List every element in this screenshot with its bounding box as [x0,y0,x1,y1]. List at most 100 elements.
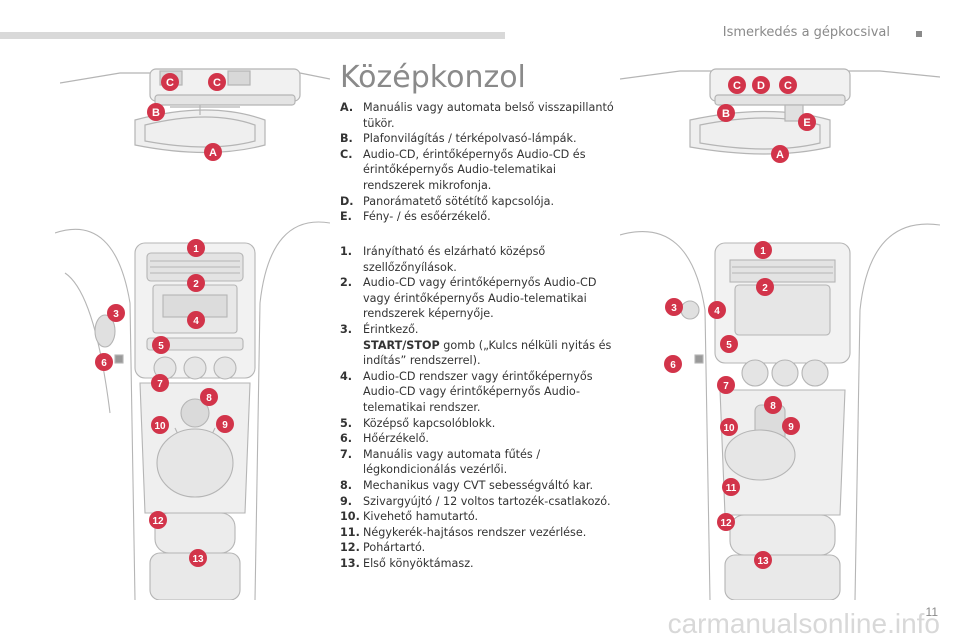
badge-6: 6 [670,360,676,371]
badge-5: 5 [726,340,732,351]
badge-1: 1 [760,246,766,257]
legend-text: Plafonvilágítás / térképolvasó-lámpák. [363,132,577,146]
badge-7: 7 [157,379,163,390]
badge-c: C [213,77,221,89]
badge-5: 5 [158,341,164,352]
legend-key: B. [340,132,353,146]
legend-item: 4.Audio-CD rendszer vagy érintőképernyős… [340,369,615,416]
legend-key: 3. [340,322,353,336]
right-console-badges: 1 2 3 4 5 6 7 8 9 10 11 12 13 [664,241,800,569]
legend-key: E. [340,210,352,224]
legend-item: C.Audio-CD, érintőképernyős Audio-CD és … [340,147,615,194]
legend-text: Manuális vagy automata belső visszapilla… [363,101,614,130]
badge-3: 3 [113,309,119,320]
legend-key: 11. [340,525,360,539]
legend-key: 7. [340,447,353,461]
legend-key: 1. [340,245,353,258]
legend-text-rest: gomb („Kulcs nélküli nyitás és indítás” … [363,338,612,368]
legend-key: 13. [340,556,360,570]
letter-legend: A. Manuális vagy automata belső visszapil… [340,100,615,225]
legend-key: 12. [340,541,360,555]
legend-item: 13.Első könyöktámasz. [340,556,615,572]
legend-item: E. Fény- / és esőérzékelő. [340,209,615,225]
watermark: carmanualsonline.info [667,608,940,639]
badge-1: 1 [193,244,199,255]
badge-e: E [803,117,810,129]
legend-item: 5. Középső kapcsolóblokk. [340,416,615,432]
legend-text: Szivargyújtó / 12 voltos tartozék-csatla… [363,494,611,508]
legend-item: 10.Kivehető hamutartó. [340,509,615,525]
badge-b: B [152,107,160,119]
legend-key: 6. [340,432,353,446]
badge-7: 7 [723,381,729,392]
badge-11: 11 [726,483,737,494]
badge-13: 13 [192,554,204,565]
header-bar [0,32,505,39]
legend-text: Fény- / és esőérzékelő. [363,210,491,224]
legend-item: D. Panorámatető sötétítő kapcsolója. [340,194,615,210]
legend-item: B. Plafonvilágítás / térképolvasó-lámpák. [340,131,615,147]
legend-text: Középső kapcsolóblokk. [363,416,496,430]
legend-text-line1: Érintkező. [363,322,419,336]
legend-key: 2. [340,276,353,290]
legend-text: Manuális vagy automata fűtés / légkondic… [363,447,541,477]
legend-key: 10. [340,510,360,524]
legend-text: Panorámatető sötétítő kapcsolója. [363,194,555,208]
badge-10: 10 [154,421,166,432]
legend-key: D. [340,194,354,208]
page-number: 11 [925,605,938,619]
legend-text: Hőérzékelő. [363,432,429,446]
legend-item: 12.Pohártartó. [340,540,615,556]
badge-8: 8 [770,401,776,412]
badge-b: B [722,108,730,120]
legend-item: 11.Négykerék-hajtásos rendszer vezérlése… [340,525,615,541]
legend-text: Audio-CD vagy érintőképernyős Audio-CD v… [363,276,597,321]
chapter-marker [916,31,922,37]
badge-c: C [166,77,174,89]
legend-text: Négykerék-hajtásos rendszer vezérlése. [363,525,587,539]
badge-10: 10 [723,423,735,434]
badge-4: 4 [714,306,720,317]
badge-12: 12 [152,516,164,527]
badge-2: 2 [193,279,199,290]
badge-a: A [776,149,784,161]
legend-text: Irányítható és elzárható középső szellőz… [363,245,546,274]
page-title: Középkonzol [340,60,526,95]
badge-8: 8 [206,393,212,404]
legend-text: Pohártartó. [363,541,426,555]
legend-text: Kivehető hamutartó. [363,510,479,524]
badge-d: D [757,80,765,92]
legend-item: 1. Irányítható és elzárható középső szell… [340,244,615,275]
number-legend: 1. Irányítható és elzárható középső szell… [340,244,615,571]
legend-text: Érintkező. START/STOP gomb („Kulcs nélkül… [363,322,615,369]
badge-c: C [733,80,741,92]
legend-key: 5. [340,416,353,430]
right-mirror-badges: C D C B E A [717,76,816,163]
left-console-badges: 1 2 3 4 5 6 7 8 9 10 12 13 [95,239,234,567]
legend-text: Audio-CD, érintőképernyős Audio-CD és ér… [363,147,586,192]
badge-c: C [784,80,792,92]
badge-12: 12 [720,518,732,529]
legend-item: A. Manuális vagy automata belső visszapil… [340,100,615,131]
badge-6: 6 [101,358,107,369]
legend-key: 8. [340,478,353,492]
legend-key: A. [340,101,354,114]
right-console-illustration [620,223,940,600]
badge-3: 3 [671,303,677,314]
legend-text: Első könyöktámasz. [363,556,474,570]
badge-2: 2 [762,283,768,294]
start-stop-label: START/STOP [363,338,440,352]
legend-item: 3. Érintkező. START/STOP gomb („Kulcs nélk… [340,322,615,369]
chapter-title: Ismerkedés a gépkocsival [722,25,890,40]
badge-9: 9 [222,420,228,431]
badge-a: A [209,147,217,159]
legend-item: 7. Manuális vagy automata fűtés / légkond… [340,447,615,478]
legend-item: 9.Szivargyújtó / 12 voltos tartozék-csat… [340,494,615,510]
badge-13: 13 [757,556,769,567]
legend-item: 2. Audio-CD vagy érintőképernyős Audio-CD… [340,275,615,322]
legend-item: 8. Mechanikus vagy CVT sebességváltó kar. [340,478,615,494]
legend-text: Audio-CD rendszer vagy érintőképernyős A… [363,369,593,414]
legend-text: Mechanikus vagy CVT sebességváltó kar. [363,478,594,492]
badge-9: 9 [788,422,794,433]
left-mirror-badges: C C B A [147,73,226,161]
